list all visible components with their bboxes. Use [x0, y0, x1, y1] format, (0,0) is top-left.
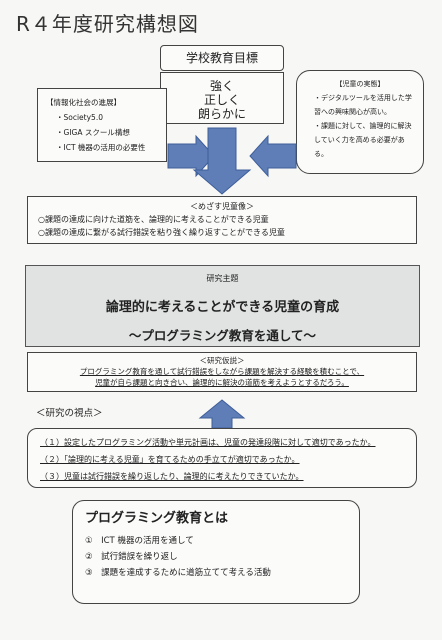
arrow-right-icon — [167, 134, 215, 178]
viewpoints-box: （１）設定したプログラミング活動や単元計画は、児童の発達段階に対して適切であった… — [27, 428, 417, 488]
arrow-left-icon — [249, 134, 297, 178]
hypothesis-line: 児童が自ら課題と向き合い、論理的に解決の道筋を考えようとするだろう。 — [95, 378, 349, 387]
programming-item: ② 試行錯誤を繰り返し — [85, 552, 178, 562]
school-goal-box: 強く 正しく 朗らかに — [160, 72, 284, 124]
theme-label: 研究主題 — [206, 274, 239, 283]
school-goal-line: 正しく — [203, 93, 240, 107]
viewpoint-item: （１）設定したプログラミング活動や単元計画は、児童の発達段階に対して適切であった… — [40, 438, 376, 447]
viewpoint-item: （３）児童は試行錯誤を繰り返したり、論理的に考えたりできていたか。 — [40, 472, 304, 481]
hypothesis-heading: ＜研究仮説＞ — [199, 356, 245, 365]
hypothesis-box: ＜研究仮説＞ プログラミング教育を通して試行錯誤をしながら課題を解決する経験を積… — [27, 352, 417, 392]
programming-item: ① ICT 機器の活用を通して — [85, 536, 194, 546]
society-item: GIGA スクール構想 — [56, 125, 158, 140]
goal-line: ○課題の達成に繋がる試行錯誤を粘り強く繰り返すことができる児童 — [38, 228, 285, 237]
programming-heading: プログラミング教育とは — [85, 511, 229, 526]
arrow-up-icon — [198, 399, 246, 429]
society-box: 【情報化社会の進展】 Society5.0 GIGA スクール構想 ICT 機器… — [37, 88, 167, 162]
goal-heading: ＜めざす児童像＞ — [190, 202, 254, 211]
viewpoint-item: （２）「論理的に考える児童」を育てるための手立てが適切であったか。 — [40, 455, 300, 464]
society-heading: 【情報化社会の進展】 — [46, 98, 121, 107]
programming-item: ③ 課題を達成するために道筋立てて考える活動 — [85, 568, 271, 578]
school-goal-line: 朗らかに — [197, 107, 246, 121]
children-item: 課題に対して、論理的に解決していく力を高める必要がある。 — [314, 119, 416, 161]
theme-main: 論理的に考えることができる児童の育成 — [105, 300, 340, 315]
goal-line: ○課題の達成に向けた道筋を、論理的に考えることができる児童 — [38, 215, 269, 224]
goal-box: ＜めざす児童像＞ ○課題の達成に向けた道筋を、論理的に考えることができる児童 ○… — [27, 196, 417, 244]
society-item: ICT 機器の活用の必要性 — [56, 140, 158, 155]
school-goal-label: 学校教育目標 — [160, 45, 284, 71]
viewpoints-label: ＜研究の視点＞ — [36, 408, 103, 419]
society-item: Society5.0 — [56, 110, 158, 125]
arrow-down-icon — [192, 127, 252, 195]
children-box: 【児童の実態】 デジタルツールを活用した学習への興味関心が高い。 課題に対して、… — [296, 70, 424, 174]
theme-sub: ～プログラミング教育を通して～ — [128, 328, 317, 343]
children-heading: 【児童の実態】 — [335, 80, 385, 88]
programming-box: プログラミング教育とは ① ICT 機器の活用を通して ② 試行錯誤を繰り返し … — [72, 500, 360, 604]
hypothesis-line: プログラミング教育を通して試行錯誤をしながら課題を解決する経験を積むことで、 — [79, 367, 365, 376]
school-goal-line: 強く — [209, 79, 234, 93]
page-title: R４年度研究構想図 — [16, 12, 199, 36]
children-item: デジタルツールを活用した学習への興味関心が高い。 — [314, 91, 416, 119]
theme-box: 研究主題 論理的に考えることができる児童の育成 ～プログラミング教育を通して～ — [25, 265, 420, 347]
